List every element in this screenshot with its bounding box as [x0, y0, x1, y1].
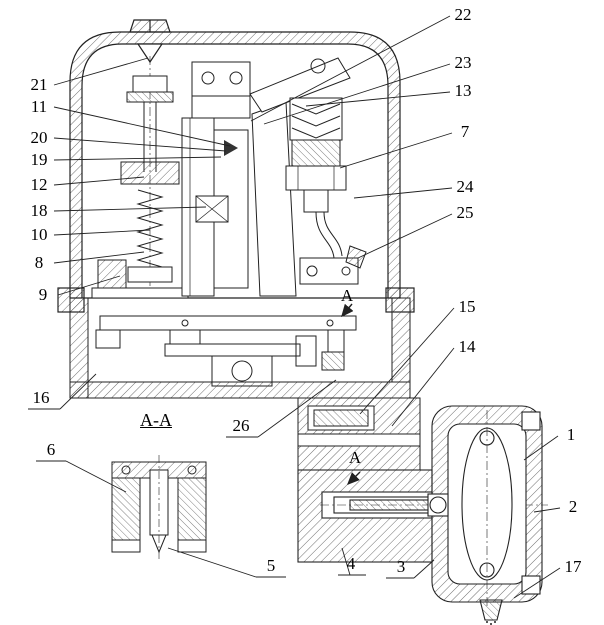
callout-26: 26: [232, 416, 250, 435]
callout-9: 9: [38, 285, 48, 304]
callout-10: 10: [30, 225, 48, 244]
callout-3: 3: [396, 557, 406, 576]
callout-12: 12: [30, 175, 48, 194]
section-view-title: A-A: [140, 410, 172, 430]
callout-15: 15: [458, 297, 476, 316]
base-mechanism: [69, 297, 411, 399]
section-marker-a-top: A: [340, 286, 354, 305]
callout-1: 1: [566, 425, 576, 444]
callout-21: 21: [30, 75, 48, 94]
callout-14: 14: [458, 337, 476, 356]
callout-8: 8: [34, 253, 44, 272]
callout-2: 2: [568, 497, 578, 516]
callout-23: 23: [454, 53, 472, 72]
callout-16: 16: [32, 388, 50, 407]
callout-7: 7: [460, 122, 470, 141]
callout-20: 20: [30, 128, 48, 147]
leader-lines: [28, 15, 561, 599]
center-bracket: [181, 57, 351, 297]
callout-13: 13: [454, 81, 472, 100]
callout-4: 4: [346, 554, 356, 573]
callout-25: 25: [456, 203, 474, 222]
callout-11: 11: [30, 97, 48, 116]
callout-24: 24: [456, 177, 474, 196]
right-bellows-assembly: [285, 97, 367, 285]
valve-body: [297, 405, 548, 625]
callout-17: 17: [564, 557, 582, 576]
callout-19: 19: [30, 150, 48, 169]
left-spring-assembly: [91, 75, 189, 299]
callout-5: 5: [266, 556, 276, 575]
callout-22: 22: [454, 5, 472, 24]
section-cut-marks: [341, 303, 368, 485]
section-marker-a-bottom: A: [348, 448, 362, 467]
detail-view-a-a: [111, 455, 207, 560]
callout-18: 18: [30, 201, 48, 220]
callout-6: 6: [46, 440, 56, 459]
